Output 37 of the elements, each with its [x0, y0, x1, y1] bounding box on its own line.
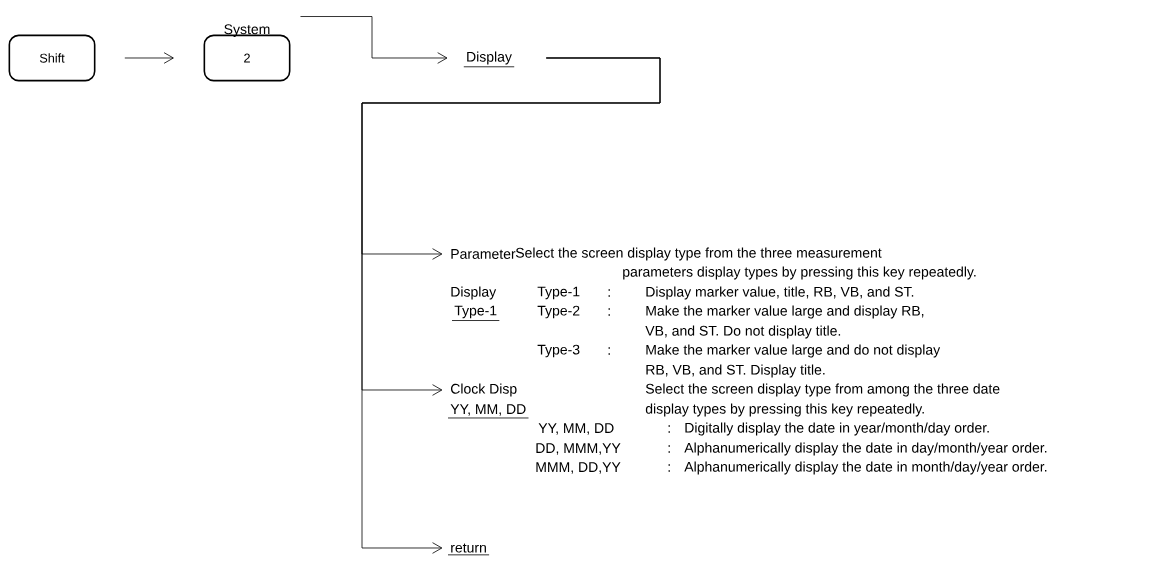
underlined-menu-item: Display: [463, 51, 515, 68]
description-text: :: [608, 308, 610, 316]
key-box: Shift: [8, 34, 96, 82]
description-text: VB, and ST. Do not display title.: [645, 325, 841, 339]
description-text: RB, VB, and ST. Display title.: [646, 364, 825, 378]
description-text: YY, MM, DD: [538, 423, 614, 435]
description-text: :: [668, 464, 670, 472]
description-text: :: [668, 425, 670, 433]
description-text: Alphanumerically display the date in month/day/year order.: [684, 461, 1047, 475]
description-text: DD, MMM,YY: [536, 443, 621, 455]
description-text: Digitally display the date in year/month/day order.: [685, 422, 989, 436]
description-text: Make the marker value large and do not display: [646, 344, 941, 358]
description-text: :: [668, 445, 670, 453]
description-text: Make the marker value large and display RB,: [646, 305, 924, 319]
description-text: Type-2: [537, 305, 580, 319]
description-text: Display: [451, 286, 497, 300]
description-text: :: [608, 289, 610, 297]
description-text: Alphanumerically display the date in day/month/year order.: [684, 442, 1047, 456]
description-text: Type-3: [537, 344, 580, 358]
description-text: Select the screen display type from the three measurement: [515, 247, 882, 261]
arrow: [124, 52, 174, 64]
key-box: 2 System: [203, 24, 291, 82]
description-text: display types by pressing this key repeatedly.: [645, 403, 924, 417]
description-text: Type-1: [537, 286, 580, 300]
description-text: Select the screen display type from among the three date: [645, 383, 1000, 397]
arrow: [361, 57, 661, 554]
underlined-setting: Type-1: [451, 305, 500, 321]
underlined-menu-item: return: [447, 543, 490, 556]
menu-item: Clock Disp: [451, 383, 517, 397]
underlined-setting: YY, MM, DD: [447, 404, 529, 419]
arrow: [300, 16, 448, 64]
description-text: :: [608, 347, 610, 355]
menu-item: Parameter: [451, 249, 516, 259]
node-label: System: [224, 24, 270, 37]
description-text: Display marker value, title, RB, VB, and ST.: [646, 286, 914, 300]
description-text: MMM, DD,YY: [536, 462, 621, 474]
description-text: parameters display types by pressing this key repeatedly.: [623, 266, 976, 280]
